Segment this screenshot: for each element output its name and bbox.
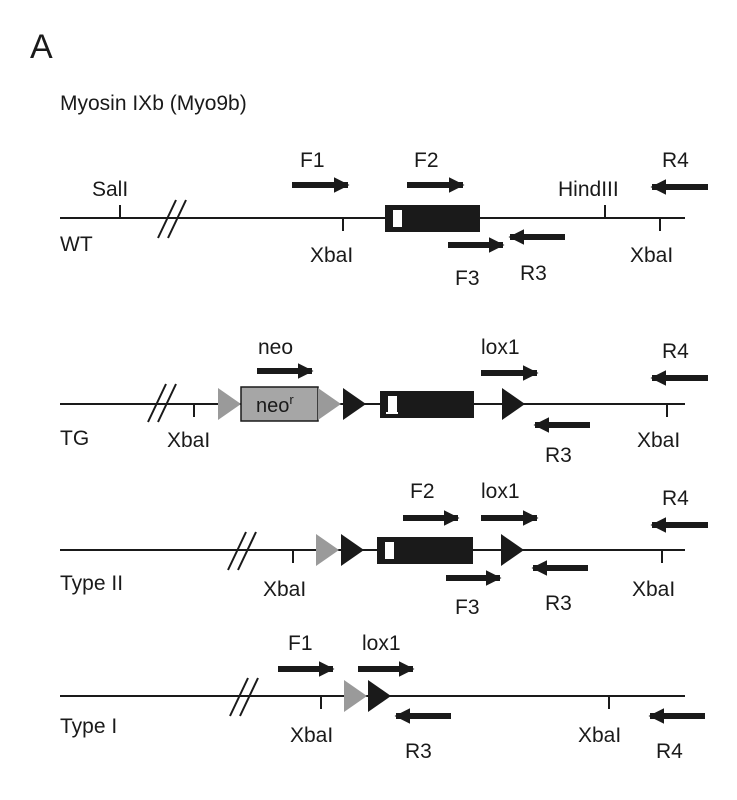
wt-primer-r4: R4 xyxy=(662,149,689,172)
tg-frt-site-1 xyxy=(218,388,241,420)
type-ii-frt-site xyxy=(316,534,339,566)
type-ii-primer-r4: R4 xyxy=(662,487,689,510)
type-i-primer-lox1: lox1 xyxy=(362,632,401,655)
wt-site-xbai-1: XbaI xyxy=(310,244,353,267)
type-ii-loxp-site-1 xyxy=(341,534,364,566)
type-i-site-xbai-1: XbaI xyxy=(290,724,333,747)
allele-tg: TG XbaI XbaI neor neo lox1 R3 R4 xyxy=(60,336,708,467)
type-ii-site-xbai-2: XbaI xyxy=(632,578,675,601)
panel-label: A xyxy=(30,28,53,66)
tg-primer-r3: R3 xyxy=(545,444,572,467)
type-i-primer-r4: R4 xyxy=(656,740,683,763)
type-ii-allele-label: Type II xyxy=(60,572,123,595)
type-i-break-mark xyxy=(229,677,249,717)
wt-break-mark xyxy=(157,199,177,239)
svg-text:neor: neor xyxy=(256,392,294,417)
type-ii-primer-f3: F3 xyxy=(455,596,480,619)
wt-site-sali: SalI xyxy=(92,178,128,201)
tg-loxp-site-2 xyxy=(502,388,525,420)
type-i-loxp-site xyxy=(368,680,391,712)
tg-loxp-site-1 xyxy=(343,388,366,420)
tg-frt-site-2 xyxy=(318,388,341,420)
type-ii-loxp-site-2 xyxy=(501,534,524,566)
allele-type-i: Type I XbaI XbaI F1 lox1 R3 R4 xyxy=(60,632,705,763)
type-ii-break-mark xyxy=(227,531,247,571)
tg-allele-label: TG xyxy=(60,427,89,450)
wt-primer-r3: R3 xyxy=(520,262,547,285)
tg-site-xbai-1: XbaI xyxy=(167,429,210,452)
type-i-frt-site xyxy=(344,680,367,712)
tg-primer-lox1: lox1 xyxy=(481,336,520,359)
wt-allele-label: WT xyxy=(60,233,93,256)
tg-neo-cassette: neor xyxy=(240,386,319,422)
tg-neo-cassette-superscript: r xyxy=(289,392,294,407)
gene-title: Myosin IXb (Myo9b) xyxy=(60,92,247,115)
type-ii-primer-r3: R3 xyxy=(545,592,572,615)
tg-site-xbai-2: XbaI xyxy=(637,429,680,452)
type-ii-primer-f2: F2 xyxy=(410,480,435,503)
tg-break-mark xyxy=(147,383,167,423)
tg-primer-neo: neo xyxy=(258,336,293,359)
type-i-allele-label: Type I xyxy=(60,715,117,738)
wt-primer-f3: F3 xyxy=(455,267,480,290)
allele-wt: WT SalI XbaI HindIII XbaI F1 F2 F3 R3 R4 xyxy=(60,149,708,290)
allele-type-ii: Type II XbaI XbaI F2 lox1 F3 R3 R4 xyxy=(60,480,708,619)
wt-primer-f1: F1 xyxy=(300,149,325,172)
wt-site-hindiii: HindIII xyxy=(558,178,619,201)
type-ii-site-xbai-1: XbaI xyxy=(263,578,306,601)
wt-primer-f2: F2 xyxy=(414,149,439,172)
tg-neo-cassette-label: neo xyxy=(256,395,289,417)
type-i-site-xbai-2: XbaI xyxy=(578,724,621,747)
type-i-primer-f1: F1 xyxy=(288,632,313,655)
type-ii-primer-lox1: lox1 xyxy=(481,480,520,503)
type-i-primer-r3: R3 xyxy=(405,740,432,763)
tg-primer-r4: R4 xyxy=(662,340,689,363)
wt-site-xbai-2: XbaI xyxy=(630,244,673,267)
